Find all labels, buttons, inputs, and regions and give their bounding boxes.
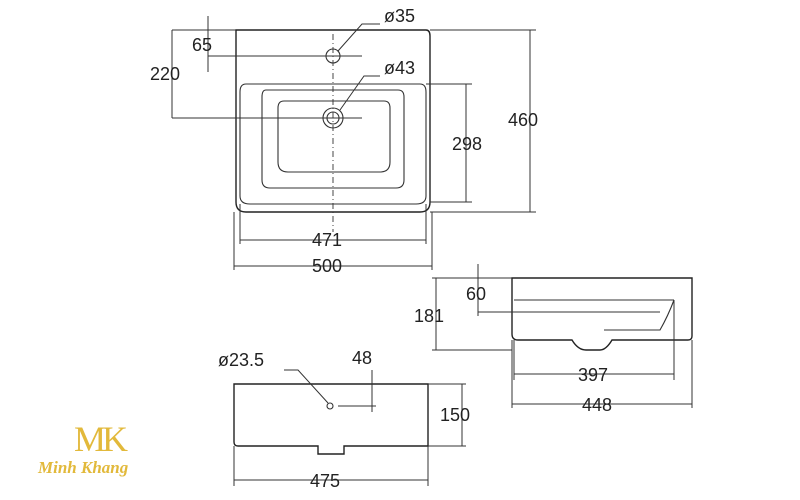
side-view-outline <box>511 277 693 351</box>
side-view: 181 60 397 448 <box>414 264 693 415</box>
front-width-label: 475 <box>310 471 340 491</box>
overflow-diameter-label: ø23.5 <box>218 350 264 370</box>
bowl-depth-label: 298 <box>452 134 482 154</box>
overall-length-label: 448 <box>582 395 612 415</box>
overall-depth-label: 460 <box>508 110 538 130</box>
logo-name: Minh Khang <box>38 458 129 477</box>
inner-length-label: 397 <box>578 365 608 385</box>
overflow-leader <box>284 369 329 404</box>
overall-width-label: 500 <box>312 256 342 276</box>
overflow-offset-label: 48 <box>352 348 372 368</box>
front-view-outline <box>233 383 429 455</box>
top-view: ø35 ø43 65 220 298 460 471 500 <box>150 6 538 276</box>
drain-leader <box>339 75 380 111</box>
side-view-bowl <box>604 299 675 331</box>
front-height-label: 150 <box>440 405 470 425</box>
top-view-bowl <box>261 89 405 189</box>
side-offset-label: 60 <box>466 284 486 304</box>
drain-diameter-label: ø43 <box>384 58 415 78</box>
overflow-hole <box>326 402 334 410</box>
hole-leader <box>337 23 380 52</box>
side-height-label: 181 <box>414 306 444 326</box>
hole-diameter-label: ø35 <box>384 6 415 26</box>
logo-mark: MK <box>74 419 128 459</box>
top-view-bowl-inner <box>277 100 391 173</box>
top-view-rim <box>239 83 427 205</box>
front-view: 48 ø23.5 150 475 <box>218 348 470 491</box>
bowl-width-label: 471 <box>312 230 342 250</box>
hole-offset-label: 65 <box>192 35 212 55</box>
brand-logo: MK Minh Khang <box>38 418 178 480</box>
drain-offset-label: 220 <box>150 64 180 84</box>
